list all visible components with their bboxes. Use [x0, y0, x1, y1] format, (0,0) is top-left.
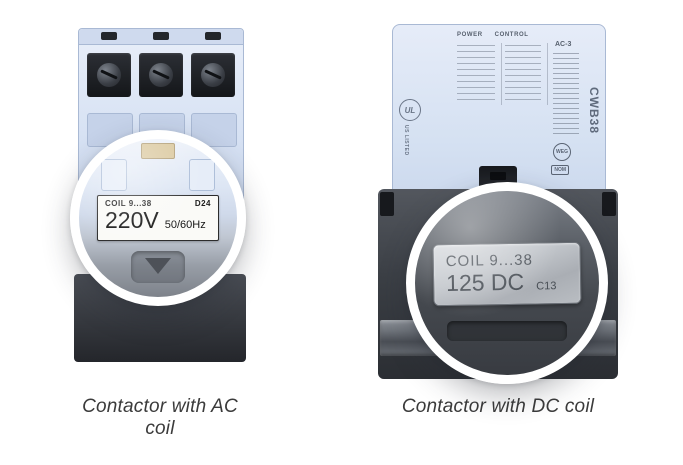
terminal-screw-icon	[205, 32, 221, 40]
dc-caption: Contactor with DC coil	[401, 396, 595, 417]
terminal-screw-icon	[101, 32, 117, 40]
test-button-groove	[131, 251, 185, 283]
dc-coil-magnifier: COIL 9...38 125 DC C13	[406, 182, 608, 384]
spec-table-lines	[457, 45, 495, 103]
dc-contactor-figure: POWER CONTROL AC-3 CWB38 UL US LISTED WE…	[378, 24, 618, 424]
screw-icon	[149, 63, 173, 87]
model-label: CWB38	[587, 87, 601, 135]
coil-code-text: D24	[195, 199, 211, 208]
ul-logo: UL	[399, 99, 421, 121]
glass-highlight	[79, 139, 237, 297]
housing-tab	[189, 159, 215, 191]
ac-contactor-figure: COIL 9...38 D24 220V 50/60Hz Contactor w…	[68, 24, 252, 439]
side-tab	[380, 192, 394, 216]
coil-voltage: 220V	[105, 209, 159, 232]
ul-listed-label: US LISTED	[403, 125, 409, 156]
ac-coil-label: COIL 9...38 D24 220V 50/60Hz	[97, 195, 219, 241]
screw-icon	[201, 63, 225, 87]
terminal-strip	[79, 29, 243, 45]
weg-logo: WEG	[553, 143, 571, 161]
spec-table-divider	[501, 43, 502, 105]
terminal-block	[191, 53, 235, 97]
triangle-down-icon	[145, 258, 171, 274]
spec-header: POWER CONTROL	[457, 32, 529, 38]
housing-groove	[447, 321, 567, 341]
terminal-block	[139, 53, 183, 97]
side-tab	[602, 192, 616, 216]
ac-coil-magnifier: COIL 9...38 D24 220V 50/60Hz	[70, 130, 246, 306]
ac-caption: Contactor with AC coil	[82, 396, 238, 439]
terminal-screw-icon	[153, 32, 169, 40]
screw-icon	[97, 63, 121, 87]
ac3-rating-label: AC-3	[555, 41, 572, 48]
power-label: POWER	[457, 32, 483, 38]
coil-range-text: COIL 9...38	[105, 199, 152, 208]
spec-table-lines	[505, 45, 541, 103]
dc-contactor-housing: POWER CONTROL AC-3 CWB38 UL US LISTED WE…	[392, 24, 606, 204]
glass-highlight	[415, 191, 599, 375]
terminal-block	[87, 53, 131, 97]
control-label: CONTROL	[494, 32, 529, 38]
spec-table-lines	[553, 53, 579, 135]
housing-tab	[101, 159, 127, 191]
spec-table-divider	[547, 43, 548, 105]
coil-connector	[141, 143, 175, 159]
coil-frequency: 50/60Hz	[165, 219, 206, 231]
nom-logo: NOM	[551, 165, 569, 175]
